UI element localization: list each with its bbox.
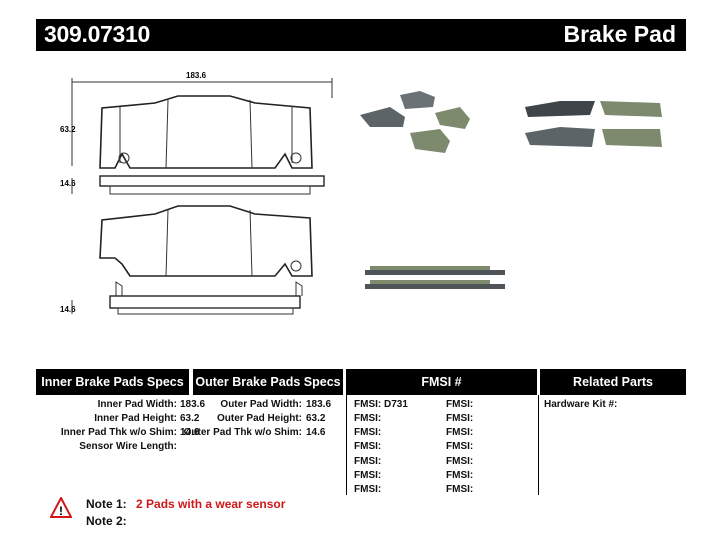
related-parts-header: Related Parts bbox=[540, 369, 686, 395]
inner-specs-header: Inner Brake Pads Specs bbox=[36, 369, 189, 395]
svg-text:!: ! bbox=[59, 504, 63, 518]
width-dimension-label: 183.6 bbox=[186, 71, 207, 80]
pad-set-photo-flat bbox=[525, 101, 662, 147]
outer-specs-header: Outer Brake Pads Specs bbox=[193, 369, 343, 395]
hardware-kit-label: Hardware Kit #: bbox=[544, 399, 618, 410]
warning-icon: ! bbox=[50, 497, 72, 518]
pad-technical-drawing: 183.6 63.2 14.6 14.6 bbox=[60, 71, 333, 315]
fmsi-entry: FMSI: bbox=[446, 456, 474, 467]
fmsi-header: FMSI # bbox=[346, 369, 537, 395]
fmsi-entry: FMSI: bbox=[354, 441, 382, 452]
fmsi-entry: FMSI: bbox=[354, 470, 382, 481]
pad-side-profile-photo bbox=[365, 266, 505, 289]
thickness-dimension-label-bottom: 14.6 bbox=[60, 305, 76, 314]
note-1-label: Note 1: bbox=[86, 497, 127, 511]
fmsi-entry: FMSI: bbox=[446, 484, 474, 495]
part-number: 309.07310 bbox=[44, 21, 151, 47]
header-bar: 309.07310 Brake Pad bbox=[36, 19, 686, 51]
fmsi-entry: FMSI: bbox=[354, 456, 382, 467]
fmsi-entry: FMSI: bbox=[354, 413, 382, 424]
table-divider-fmsi bbox=[346, 395, 347, 495]
fmsi-entry: FMSI: bbox=[446, 413, 474, 424]
note-1: Note 1: 2 Pads with a wear sensor bbox=[86, 497, 285, 511]
fmsi-entry: FMSI: bbox=[446, 427, 474, 438]
table-divider-related bbox=[538, 395, 539, 495]
fmsi-entry: FMSI: D731 bbox=[354, 399, 408, 410]
note-1-text: 2 Pads with a wear sensor bbox=[136, 497, 286, 511]
note-2: Note 2: bbox=[86, 514, 127, 528]
fmsi-entry: FMSI: bbox=[354, 484, 382, 495]
note-2-label: Note 2: bbox=[86, 514, 127, 528]
fmsi-entry: FMSI: bbox=[446, 470, 474, 481]
product-type: Brake Pad bbox=[563, 21, 676, 47]
fmsi-entry: FMSI: bbox=[446, 441, 474, 452]
fmsi-entry: FMSI: bbox=[446, 399, 474, 410]
height-dimension-label: 63.2 bbox=[60, 125, 76, 134]
pad-set-photo-angled bbox=[360, 91, 470, 153]
fmsi-entry: FMSI: bbox=[354, 427, 382, 438]
thickness-dimension-label-top: 14.6 bbox=[60, 179, 76, 188]
